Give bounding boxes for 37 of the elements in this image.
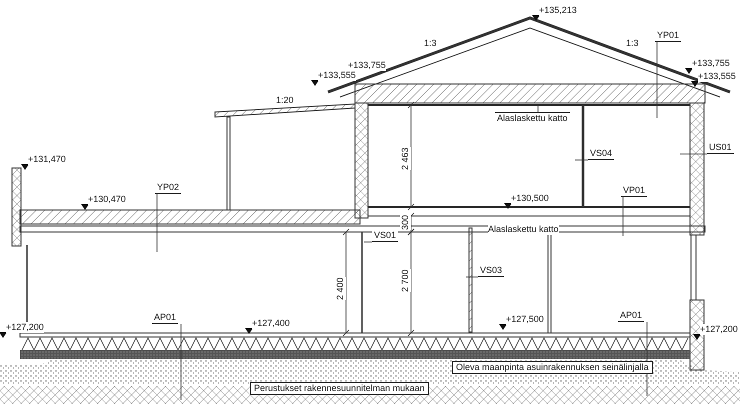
part-code-label: AP01 [152, 312, 178, 324]
level-mark-label: +135,213 [539, 5, 577, 16]
part-code-label: VS01 [372, 230, 398, 242]
note-label: Oleva maanpinta asuinrakennuksen seinälinjalla [452, 361, 653, 374]
leader-line [466, 276, 478, 278]
level-mark-label: +127,400 [252, 318, 290, 329]
level-mark-label: +127,500 [506, 314, 544, 325]
slope-label: Alaslaskettu katto [488, 224, 559, 235]
level-mark-label: +133,755 [692, 58, 730, 69]
part-code-label: YP01 [655, 30, 682, 42]
part-code-label: Alaslaskettu katto [495, 112, 570, 124]
slope-label: 1:3 [626, 38, 639, 49]
part-code-label: VS03 [478, 265, 504, 277]
dimension-label: 300 [400, 214, 411, 230]
leader-line [656, 42, 658, 118]
note-label: Perustukset rakennesuunnitelman mukaan [250, 382, 429, 395]
leader-line [156, 194, 158, 252]
level-mark-label: +127,200 [6, 322, 44, 333]
level-mark-label: +130,470 [88, 194, 126, 205]
level-mark-label: +133,555 [318, 70, 356, 81]
dimension-label: 2 463 [400, 147, 411, 170]
part-code-label: VP01 [621, 185, 648, 197]
level-mark-label: +131,470 [28, 154, 66, 165]
slope-label: 1:3 [424, 38, 437, 49]
level-mark-label: +133,555 [698, 71, 736, 82]
leader-line [622, 196, 624, 236]
part-code-label: US01 [707, 142, 734, 154]
level-mark-label: +133,755 [348, 60, 386, 71]
dimension-label: 2 700 [400, 269, 411, 292]
level-mark-label: +127,200 [700, 324, 738, 335]
part-code-label: VS04 [588, 148, 614, 160]
part-code-label: YP02 [155, 182, 182, 194]
level-mark-label: +130,500 [511, 193, 549, 204]
part-code-label: AP01 [618, 310, 644, 322]
slope-label: 1:20 [276, 95, 294, 106]
dimension-label: 2 400 [335, 277, 346, 300]
leader-line [180, 324, 182, 400]
